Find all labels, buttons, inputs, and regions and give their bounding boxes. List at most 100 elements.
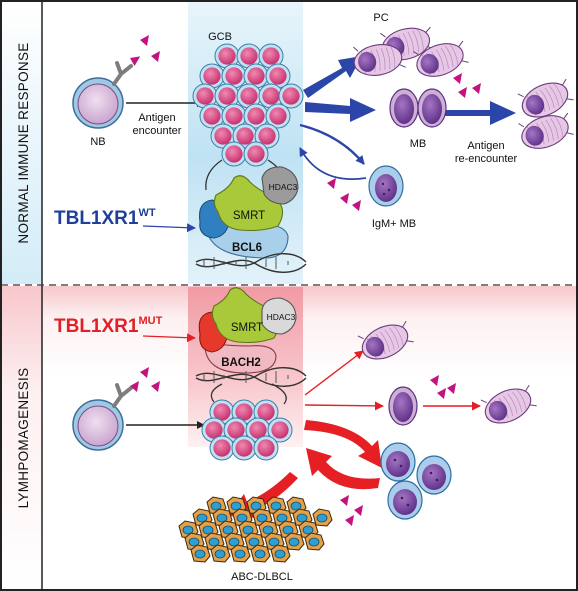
memory-b-cells	[389, 88, 447, 128]
top-side-strip	[1, 1, 42, 284]
plasma-cell-bottom-top	[357, 320, 414, 360]
dlbcl-cell	[230, 544, 251, 563]
antigen-encounter-line1: Antigen	[138, 112, 175, 124]
tbl1xr1-mut-sup: MUT	[138, 315, 162, 327]
hdac3-label-mut: HDAC3	[267, 312, 296, 322]
hdac3-label: HDAC3	[269, 182, 298, 192]
igm-mb-label: IgM+ MB	[372, 218, 416, 230]
plasma-cell	[353, 44, 406, 76]
tbl1xr1-mut-label: TBL1XR1MUT	[54, 315, 163, 337]
mb-label: MB	[410, 138, 427, 150]
bottom-side-strip	[1, 286, 42, 590]
bottom-panel-wash	[42, 286, 577, 376]
tbl1xr1-wt-main: TBL1XR1	[54, 208, 139, 229]
differentiation-arrows-top	[299, 56, 516, 180]
gcb-to-igm-mb-arrow	[299, 123, 365, 165]
gcb-to-mb-arrow	[305, 98, 376, 122]
mb-to-pc-arrow	[445, 101, 516, 125]
naive-b-cell-top	[72, 61, 133, 129]
smrt-bcl6-complex: SMRT HDAC3 BCL6	[198, 166, 299, 259]
gcb-cell	[199, 103, 225, 129]
gcb-to-igm-mb-red-arrow	[304, 420, 382, 468]
antigen-reencounter-line2: re-encounter	[455, 153, 518, 165]
dlbcl-cell	[304, 532, 325, 551]
igm-memory-b-cluster	[380, 442, 452, 520]
gcb-cell	[214, 83, 240, 109]
smrt-protein	[213, 175, 284, 232]
dlbcl-cell	[190, 544, 211, 563]
gcb-cell	[231, 435, 257, 461]
pc-label: PC	[373, 12, 388, 24]
bach2-protein	[204, 341, 277, 374]
dlbcl-cell	[250, 544, 271, 563]
bcl6-label: BCL6	[232, 242, 262, 254]
funnel-line	[210, 383, 223, 403]
gcb-cell	[278, 83, 304, 109]
igm-memory-b-cell	[368, 165, 404, 207]
gcb-cell	[265, 103, 291, 129]
memory-b-cell-bottom	[388, 386, 418, 426]
plasma-cell-bottom-right	[480, 384, 537, 424]
gcb-cell	[253, 435, 279, 461]
smrt-bach2-complex: SMRT HDAC3 BACH2	[198, 287, 297, 374]
hdac3-protein-mut	[261, 297, 297, 335]
funnel-line	[271, 383, 287, 405]
antigen-reencounter-line1: Antigen	[467, 140, 504, 152]
dna-helix-bottom	[195, 367, 307, 387]
dlbcl-cell	[312, 508, 333, 527]
plasma-cell	[517, 78, 574, 118]
gcb-cell	[243, 63, 269, 89]
dlbcl-cell	[210, 544, 231, 563]
abc-dlbcl-label: ABC-DLBCL	[231, 571, 293, 583]
top-panel-side-label: NORMAL IMMUNE RESPONSE	[16, 42, 31, 243]
gcb-cell	[267, 417, 293, 443]
mut-pointer-arrow	[142, 333, 196, 343]
gcb-cell	[209, 399, 235, 425]
abc-dlbcl-cluster	[178, 496, 333, 563]
gcb-cell	[232, 123, 258, 149]
gcb-to-mb-red-arrow	[304, 401, 384, 411]
naive-b-cell-bottom	[72, 383, 133, 451]
smrt-label-mut: SMRT	[231, 322, 263, 334]
gcb-label: GCB	[208, 31, 232, 43]
plasma-cells-top	[353, 26, 469, 77]
dlbcl-cell	[270, 544, 291, 563]
gcb-cell	[209, 435, 235, 461]
tbl1xr1-wt-sup: WT	[138, 207, 155, 219]
bcr-receptor-icon	[112, 61, 133, 86]
smrt-label: SMRT	[233, 210, 265, 222]
tbl1xr1-wt-label: TBL1XR1WT	[54, 207, 156, 229]
gcb-cell	[258, 43, 284, 69]
gcb-cell	[265, 63, 291, 89]
plasma-cell	[518, 112, 574, 149]
wt-pointer-arrow	[142, 223, 196, 233]
gcb-to-pc-red-arrow	[304, 350, 364, 396]
gcb-cell	[221, 141, 247, 167]
dlbcl-cell	[184, 532, 205, 551]
gcb-cell	[258, 83, 284, 109]
bottom-panel-side-label: LYMHPOMAGENESIS	[16, 368, 31, 509]
dlbcl-cell	[284, 532, 305, 551]
gcb-cell	[192, 83, 218, 109]
hdac3-protein	[261, 166, 299, 205]
gcb-cell	[243, 141, 269, 167]
dlbcl-cell	[252, 508, 273, 527]
gcb-cell	[254, 123, 280, 149]
gcb-cell	[243, 103, 269, 129]
antigen-encounter-line2: encounter	[133, 125, 182, 137]
germinal-center-cluster-top	[192, 43, 304, 167]
gcb-cell	[221, 103, 247, 129]
plasma-cell	[480, 384, 537, 424]
plasma-cells-top-right	[517, 78, 574, 149]
igm-mb-reentry-arrow	[299, 147, 367, 180]
germinal-center-cluster-bottom	[201, 399, 293, 461]
dna-helix-top	[195, 253, 307, 273]
gcb-to-pc-arrow	[303, 56, 362, 98]
tbl1xr1-mut-main: TBL1XR1	[54, 316, 139, 337]
bcr-receptor-icon	[112, 383, 133, 408]
bach2-label: BACH2	[221, 357, 261, 369]
plasma-cell	[357, 320, 414, 360]
nb-label-top: NB	[90, 136, 105, 148]
